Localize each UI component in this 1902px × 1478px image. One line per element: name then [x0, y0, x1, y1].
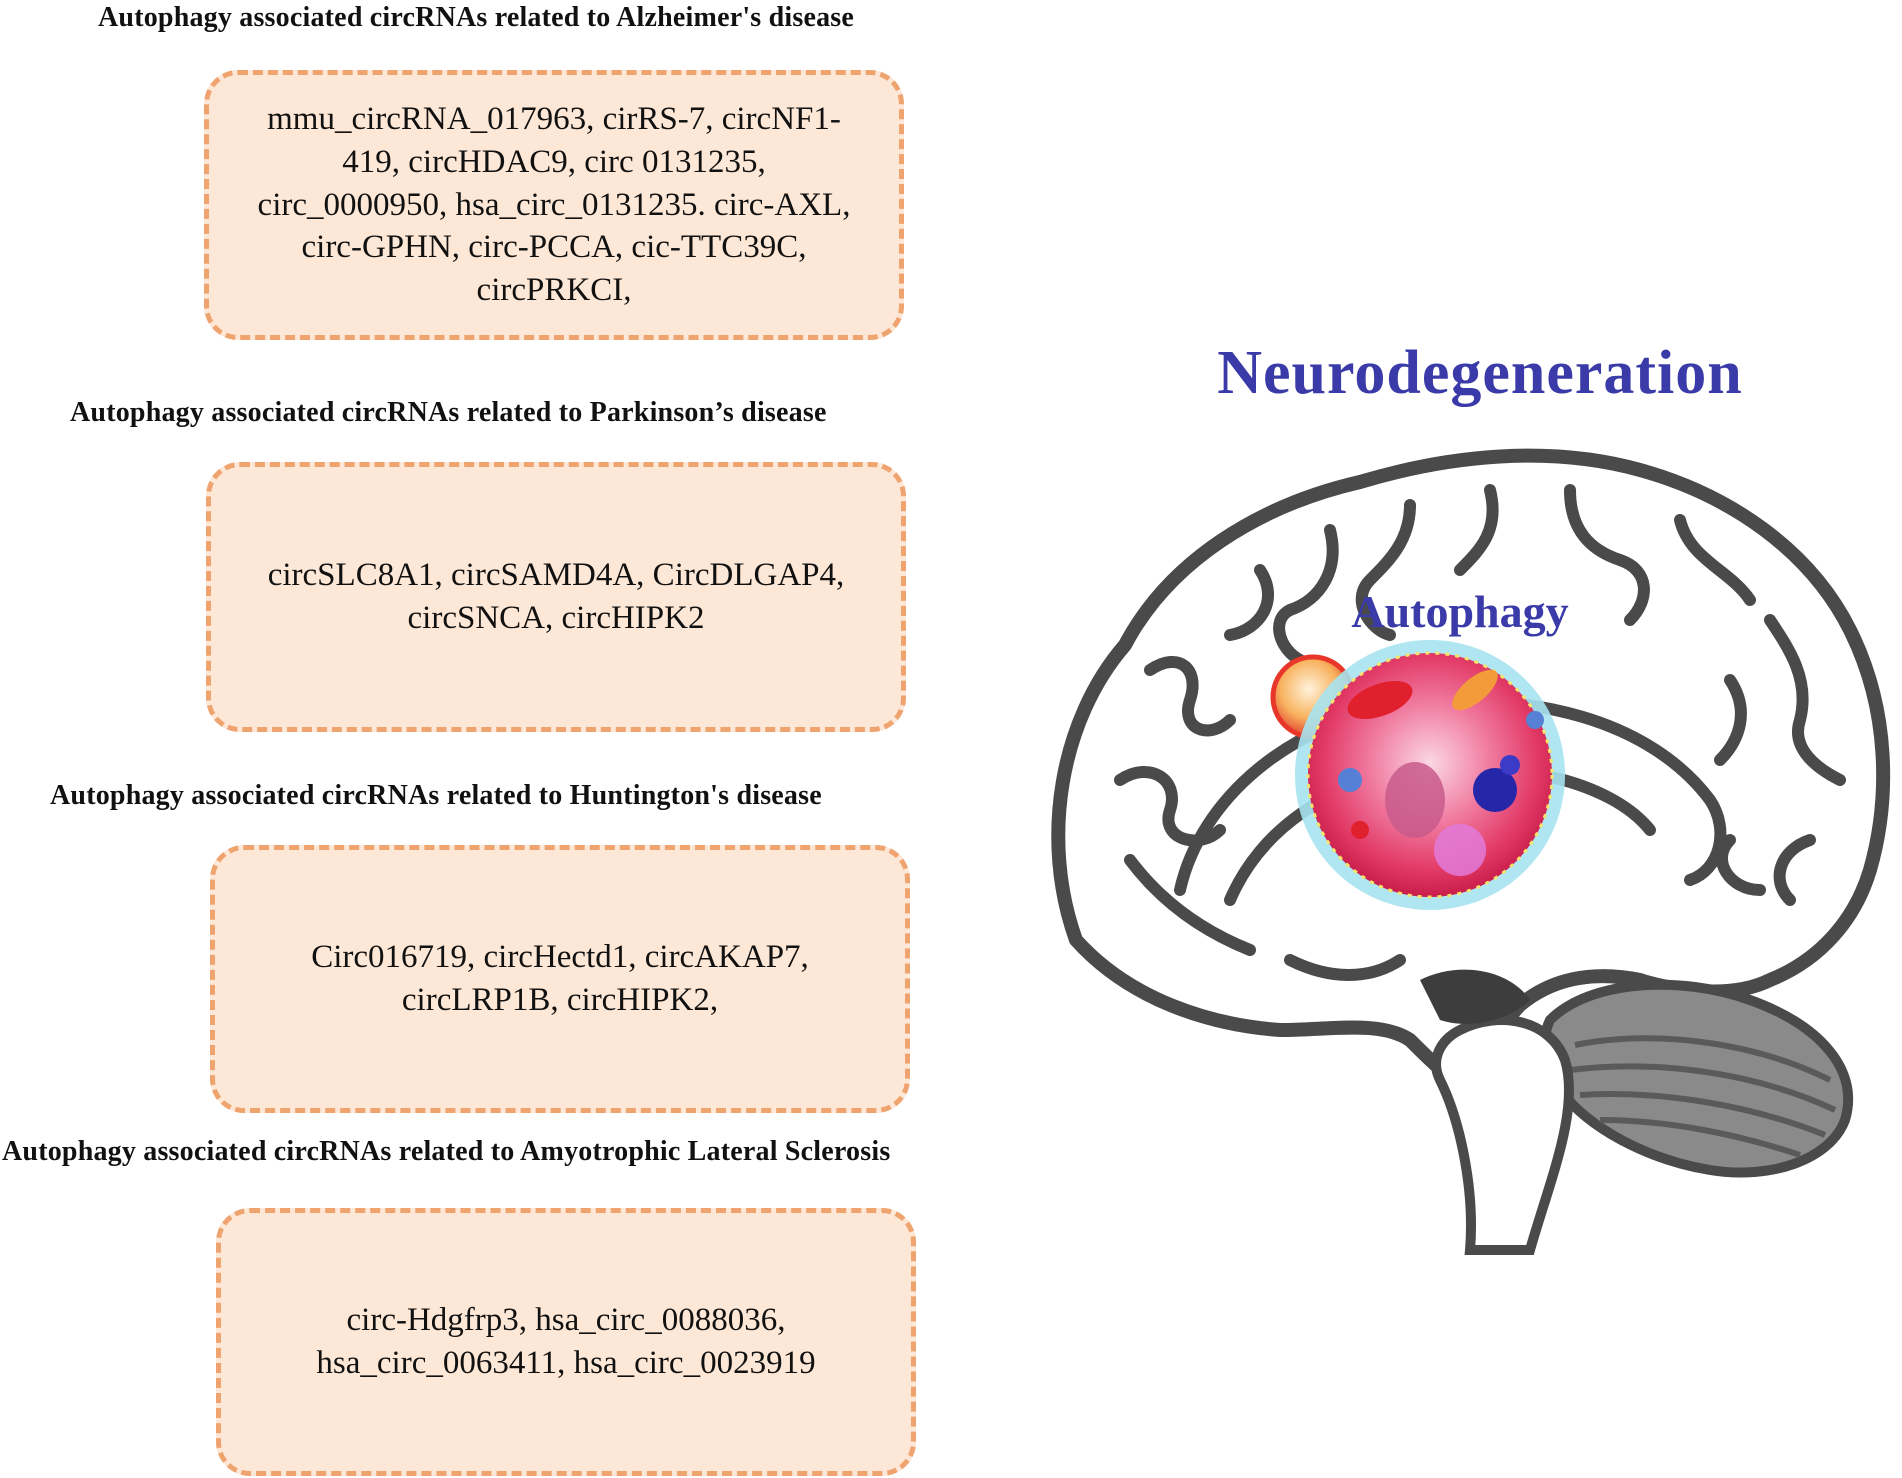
parkinsons-circrna-box: circSLC8A1, circSAMD4A, CircDLGAP4, circ… — [206, 462, 906, 732]
thalamus-shadow — [1420, 969, 1530, 1024]
brain-folds — [1114, 484, 1846, 981]
brain-illustration — [1051, 448, 1891, 1255]
mitochondrion-2 — [1452, 669, 1498, 711]
alzheimers-circrna-box: mmu_circRNA_017963, cirRS-7, circNF1-419… — [204, 70, 904, 340]
huntingtons-circrna-box: Circ016719, circHectd1, circAKAP7, circL… — [210, 845, 910, 1113]
blue-granule-2 — [1526, 711, 1544, 729]
red-granule — [1351, 821, 1369, 839]
lysosome — [1434, 824, 1486, 876]
parkinsons-heading: Autophagy associated circRNAs related to… — [70, 397, 827, 428]
figure-title: Neurodegeneration — [1217, 339, 1743, 407]
brainstem — [1431, 1015, 1575, 1255]
cerebellum — [1539, 979, 1854, 1178]
protein-aggregate — [1473, 768, 1517, 812]
als-circrna-box: circ-Hdgfrp3, hsa_circ_0088036, hsa_circ… — [216, 1208, 916, 1476]
als-heading: Autophagy associated circRNAs related to… — [2, 1136, 891, 1167]
mitochondrion — [1347, 680, 1413, 720]
blue-granule — [1338, 768, 1362, 792]
huntingtons-heading: Autophagy associated circRNAs related to… — [50, 780, 822, 811]
cell-membrane — [1306, 651, 1554, 899]
protein-aggregate-2 — [1500, 755, 1520, 775]
nucleus-cluster — [1385, 762, 1445, 838]
autophagy-label: Autophagy — [1351, 586, 1569, 637]
alzheimers-heading: Autophagy associated circRNAs related to… — [98, 2, 854, 33]
autophagy-cell-illustration — [1270, 640, 1565, 910]
cerebellum-folia — [1569, 1035, 1837, 1158]
